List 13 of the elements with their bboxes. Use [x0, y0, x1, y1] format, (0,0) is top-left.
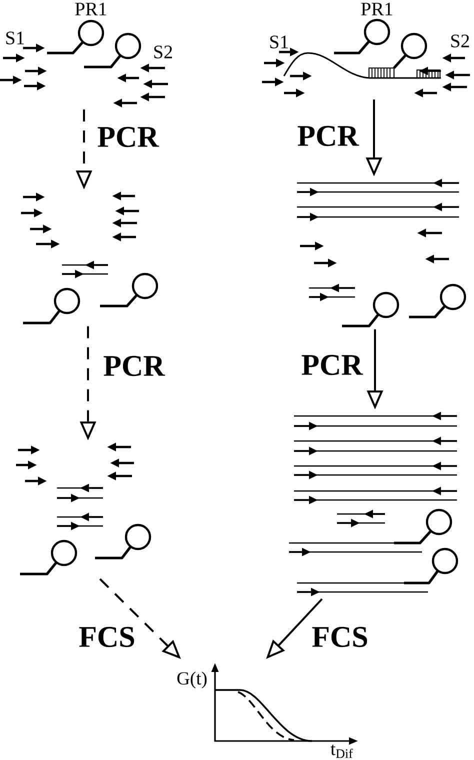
- axis-label: t$_{Dif}$: [330, 744, 353, 758]
- edge-label: PCR: [98, 126, 160, 148]
- part-label: PR1: [361, 2, 392, 16]
- edge-label: FCS: [312, 626, 368, 648]
- part-label: S2: [451, 34, 469, 48]
- part-label: PR1: [75, 2, 106, 16]
- axis-label: G(t): [177, 672, 207, 688]
- edge-label: PCR: [302, 354, 364, 376]
- part-label: S1: [270, 36, 288, 48]
- edge-label: PCR: [104, 356, 166, 376]
- part-label: S2: [154, 46, 172, 58]
- part-label: S1: [6, 32, 24, 44]
- edge-label: PCR: [298, 126, 360, 146]
